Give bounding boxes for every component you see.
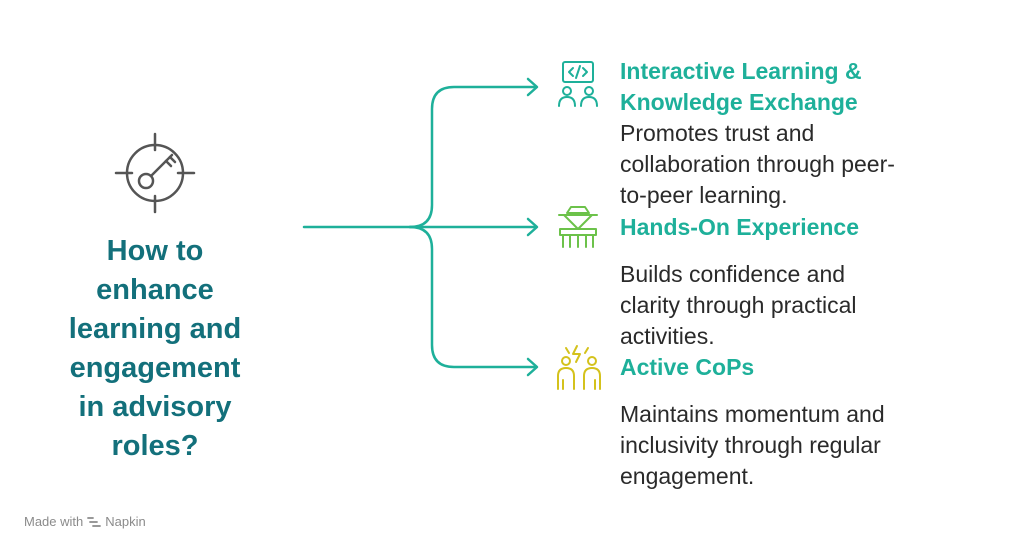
branch-desc-line: clarity through practical (620, 292, 857, 318)
question-line: learning and (68, 313, 242, 345)
branch-title: Active CoPs (620, 352, 1010, 383)
branch-title-line: Interactive Learning & (620, 58, 862, 84)
connector-lines (302, 77, 539, 377)
branch-description: Maintains momentum and inclusivity throu… (620, 399, 1010, 492)
footer-made-with: Made with (24, 514, 84, 529)
branch-active-cops: Active CoPs Maintains momentum and inclu… (620, 352, 1010, 492)
footer-attribution: Made with Napkin (24, 514, 146, 529)
branch-desc-line: inclusivity through regular (620, 432, 881, 458)
branch-title-line: Knowledge Exchange (620, 89, 858, 115)
target-key-icon (114, 132, 196, 214)
branch-desc-line: Maintains momentum and (620, 401, 885, 427)
branch-desc-line: Builds confidence and (620, 261, 846, 287)
farm-machine-icon (558, 206, 598, 248)
branch-interactive-learning: Interactive Learning & Knowledge Exchang… (620, 56, 1010, 211)
branch-description: Promotes trust and collaboration through… (620, 118, 1010, 211)
connector-branch-3 (408, 225, 538, 369)
code-collaboration-icon (558, 61, 598, 107)
napkin-logo-icon (87, 516, 102, 527)
arrowhead-1 (526, 77, 539, 97)
branch-title-line: Hands-On Experience (620, 214, 860, 240)
branch-desc-line: collaboration through peer- (620, 151, 895, 177)
question-line: roles? (111, 430, 199, 462)
arrowhead-3 (526, 357, 539, 377)
connector-branch-1 (408, 85, 538, 229)
question-line: engagement (69, 352, 241, 384)
branch-title-line: Active CoPs (620, 354, 755, 380)
arrowhead-2 (526, 217, 539, 237)
question-line: enhance (96, 274, 214, 306)
branch-title: Hands-On Experience (620, 212, 1010, 243)
footer-brand: Napkin (105, 514, 146, 529)
branch-title: Interactive Learning & Knowledge Exchang… (620, 56, 1010, 118)
branch-desc-line: engagement. (620, 463, 755, 489)
energized-people-icon (557, 345, 601, 390)
branch-hands-on-experience: Hands-On Experience Builds confidence an… (620, 212, 1010, 352)
central-question: How to enhance learning and engagement i… (30, 232, 280, 466)
branch-desc-line: activities. (620, 323, 715, 349)
branch-desc-line: to-peer learning. (620, 182, 788, 208)
question-line: How to (106, 235, 204, 267)
branch-desc-line: Promotes trust and (620, 120, 815, 146)
question-line: in advisory (78, 391, 232, 423)
branch-description: Builds confidence and clarity through pr… (620, 259, 1010, 352)
